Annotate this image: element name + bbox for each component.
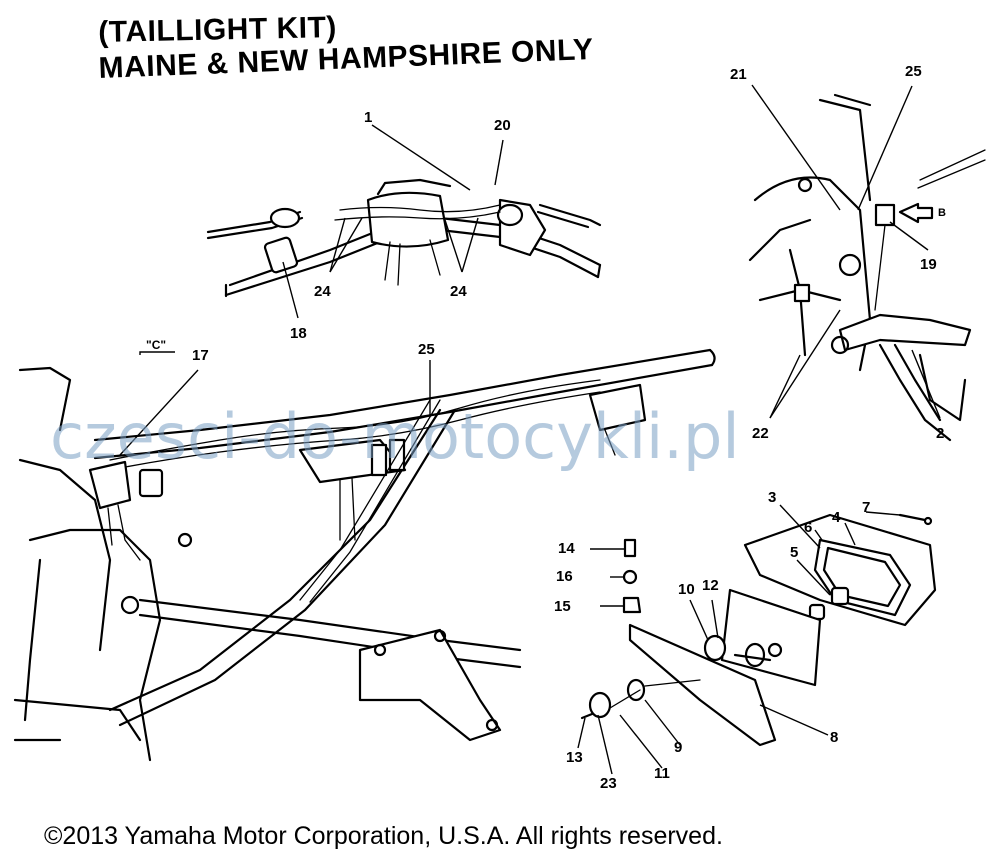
- callout-leader-lines: [119, 84, 941, 775]
- callout-24-left: 24: [314, 283, 331, 300]
- callout-18: 18: [290, 325, 307, 342]
- callout-16: 16: [556, 568, 573, 585]
- callout-14: 14: [558, 540, 575, 557]
- callout-11: 11: [654, 765, 670, 782]
- callout-24-right: 24: [450, 283, 467, 300]
- callout-17: 17: [192, 347, 209, 364]
- frame-harness-assembly: [13, 348, 716, 762]
- callout-10: 10: [678, 581, 695, 598]
- callout-7: 7: [862, 499, 871, 516]
- handlebar-assembly: [206, 178, 602, 298]
- watermark-text: czesci-do-motocykli.pl: [50, 400, 740, 473]
- callout-15: 15: [554, 598, 571, 615]
- callout-detail-c: "C": [146, 338, 167, 352]
- callout-23: 23: [600, 775, 617, 792]
- callout-9: 9: [674, 739, 683, 756]
- callout-8: 8: [830, 729, 839, 746]
- callout-1: 1: [364, 109, 373, 126]
- rear-frame-switch-detail: [748, 93, 986, 442]
- callout-arrow-b: B: [938, 207, 946, 219]
- callout-22: 22: [752, 425, 769, 442]
- callout-4: 4: [832, 509, 841, 526]
- callout-19: 19: [920, 256, 937, 273]
- callout-2: 2: [936, 425, 945, 442]
- callout-20: 20: [494, 117, 511, 134]
- copyright-notice: ©2013 Yamaha Motor Corporation, U.S.A. A…: [44, 822, 723, 850]
- callout-5: 5: [790, 544, 799, 561]
- taillight-exploded-parts: [580, 513, 937, 747]
- callout-6: 6: [804, 519, 813, 536]
- callout-3: 3: [768, 489, 777, 506]
- callout-25-detail: 25: [905, 63, 922, 80]
- callout-13: 13: [566, 749, 583, 766]
- callout-21: 21: [730, 66, 747, 83]
- callout-12: 12: [702, 577, 719, 594]
- callout-25-frame: 25: [418, 341, 435, 358]
